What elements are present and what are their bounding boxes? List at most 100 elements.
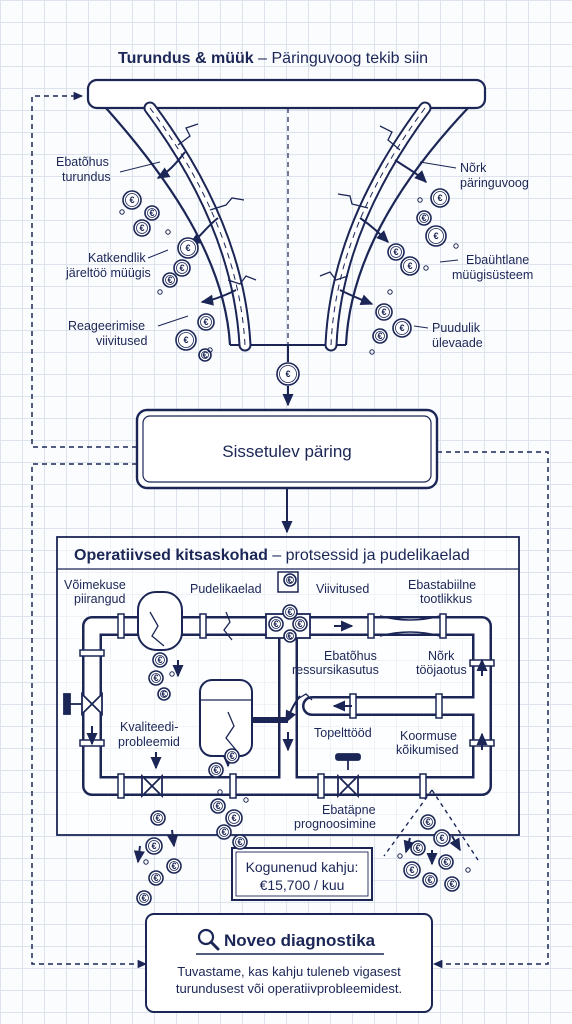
euro-symbol: €	[129, 195, 134, 205]
label-bottlenecks: Pudelikaelad	[190, 582, 262, 596]
euro-symbol: €	[153, 873, 158, 883]
euro-symbol: €	[221, 827, 226, 837]
euro-symbol: €	[229, 751, 234, 761]
euro-coin-icon: €	[197, 313, 215, 331]
sales-funnel: Turundus & müük – Päringuvoog tekib siin	[56, 50, 533, 407]
flow-arrows	[86, 620, 488, 752]
loop-right	[432, 451, 549, 969]
euro-coin-icon: €	[224, 748, 240, 764]
funnel-body-left	[105, 107, 232, 346]
euro-symbol: €	[415, 843, 420, 853]
euro-symbol: €	[273, 619, 278, 629]
euro-coin-icon: €	[145, 837, 163, 855]
pipe-flanges	[79, 613, 495, 799]
euro-coin-icon: €	[148, 870, 164, 886]
damage-title: Kogunenud kahju:	[246, 859, 359, 875]
label-quality-problems: Kvaliteedi-probleemid	[118, 720, 180, 749]
euro-symbol: €	[393, 247, 398, 257]
euro-coin-icon: €	[433, 829, 451, 847]
euro-coin-icon: €	[175, 329, 197, 351]
euro-coin-icon: €	[225, 809, 243, 827]
euro-symbol: €	[297, 619, 302, 629]
drip-dot	[157, 289, 163, 295]
inquiry-label: Sissetulev päring	[222, 442, 351, 461]
euro-coin-icon: €	[420, 814, 436, 830]
euro-coin-icon: €	[148, 670, 164, 686]
drip-dot	[169, 671, 175, 677]
magnifier-icon	[197, 928, 220, 951]
funnel-title: Turundus & müük – Päringuvoog tekib siin	[118, 50, 428, 67]
drip-dot	[397, 853, 403, 859]
forecast-cone	[383, 789, 479, 861]
euro-coin-icon: €	[392, 318, 412, 338]
euro-symbol: €	[202, 350, 207, 360]
euro-symbol: €	[433, 231, 438, 241]
operations-title: Operatiivsed kitsaskohad – protsessid ja…	[74, 547, 470, 564]
euro-coin-icon: €	[283, 629, 297, 643]
label-rework: Topelttööd	[314, 726, 372, 740]
euro-symbol: €	[153, 673, 158, 683]
euro-coin-icon: €	[422, 872, 438, 888]
euro-coin-icon: €	[208, 762, 224, 778]
euro-coin-icon: €	[444, 876, 460, 892]
euro-coin-icon: €	[133, 219, 151, 237]
euro-coin-icon: €	[387, 243, 405, 261]
drip-dot	[165, 229, 171, 235]
drip-dot	[387, 289, 393, 295]
feedback-loops	[31, 91, 549, 969]
drip-dot	[243, 797, 249, 803]
euro-coin-icon: €	[232, 834, 248, 850]
euro-coin-icon: €	[152, 652, 168, 668]
euro-symbol: €	[231, 813, 236, 823]
euro-coin-icon: €	[372, 328, 388, 344]
euro-symbol: €	[443, 857, 448, 867]
label-delays: Viivitused	[316, 582, 369, 596]
diagnostics-line-2: turundusest või operatiivprobleemidest.	[176, 981, 402, 996]
euro-symbol: €	[155, 813, 160, 823]
euro-symbol: €	[409, 865, 414, 875]
leaking-coins: €€€€€€€€€€€€€€€€€	[119, 188, 459, 362]
drip-dot	[423, 265, 429, 271]
euro-coin-icon: €	[400, 256, 420, 276]
valve-icon	[141, 773, 163, 799]
diagnostics-line-1: Tuvastame, kas kahju tuleneb vigasest	[177, 964, 401, 979]
euro-coin-icon: €	[198, 348, 212, 362]
euro-coin-icon: €	[144, 205, 160, 221]
euro-symbol: €	[407, 261, 412, 271]
euro-symbol: €	[203, 317, 208, 327]
euro-symbol: €	[287, 631, 292, 641]
euro-coin-icon: €	[122, 190, 142, 210]
euro-symbol: €	[149, 208, 154, 218]
drip-dot	[207, 347, 213, 353]
euro-symbol: €	[427, 875, 432, 885]
drip-dot	[217, 789, 223, 795]
loop-left-bottom	[31, 463, 148, 969]
euro-coin-icon: €	[177, 237, 199, 259]
damage-value: €15,700 / kuu	[260, 877, 345, 893]
damage-box: Kogunenud kahju: €15,700 / kuu	[231, 847, 373, 901]
euro-symbol: €	[213, 765, 218, 775]
euro-symbol: €	[161, 689, 166, 699]
euro-coin-icon: €	[210, 798, 226, 814]
euro-coin-icon: €	[282, 604, 298, 620]
euro-coin-icon: €	[276, 362, 300, 386]
euro-symbol: €	[399, 323, 404, 333]
euro-coin-icon: €	[136, 890, 152, 906]
diagnostics-title: Noveo diagnostika	[224, 931, 376, 950]
euro-symbol: €	[449, 879, 454, 889]
euro-symbol: €	[425, 817, 430, 827]
euro-coin-icon: €	[410, 840, 426, 856]
euro-symbol: €	[179, 263, 184, 273]
euro-symbol: €	[151, 841, 156, 851]
euro-coin-icon: €	[162, 272, 178, 288]
leaking-coins: €€€€€€€€€€€€€€€€€€€€€€€€€€	[136, 573, 471, 906]
diagnostics-box: Noveo diagnostika Tuvastame, kas kahju t…	[145, 913, 433, 1013]
